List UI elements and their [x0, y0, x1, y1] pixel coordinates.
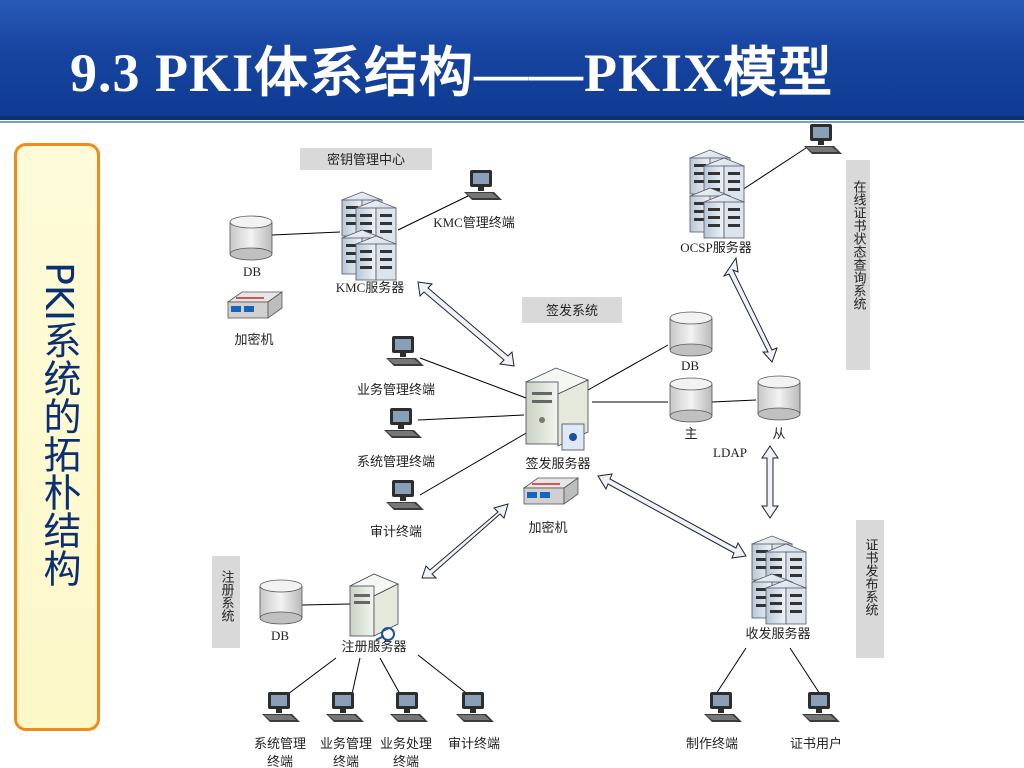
arrow-signing-rx: [597, 473, 747, 559]
audit-terminal-label: 审计终端: [370, 524, 422, 540]
side-label: PKI系统的拓朴结构: [37, 262, 81, 588]
kmc-terminal-icon: [464, 170, 502, 200]
rx-server-icon: [751, 535, 807, 625]
reg-audit-terminal-label: 审计终端: [448, 736, 500, 752]
sign-encryptor-label: 加密机: [528, 520, 567, 536]
ldap-label: LDAP: [713, 445, 747, 460]
kmc-server-icon: [341, 191, 397, 281]
sign-encryptor-icon: [523, 477, 579, 505]
reg-db-label: DB: [271, 628, 289, 643]
ocsp-server-label: OCSP服务器: [680, 240, 752, 255]
reg-proc-terminal-label-2: 终端: [393, 754, 419, 768]
slide-title: 9.3 PKI体系结构——PKIX模型: [70, 43, 834, 103]
biz-terminal-icon: [386, 336, 424, 366]
ocsp-server-icon: [689, 149, 745, 239]
ldap-slave-db-icon: [757, 375, 801, 421]
side-label-box: [14, 143, 100, 731]
kmc-server-label: KMC服务器: [336, 280, 405, 295]
ldap-master-db-icon: [669, 377, 713, 423]
group-label-bg-signing: [522, 297, 622, 323]
reg-server-label: 注册服务器: [341, 639, 406, 655]
biz-terminal-label: 业务管理终端: [357, 382, 435, 398]
kmc-db-icon: [229, 215, 273, 261]
reg-sys-terminal-label: 系统管理: [254, 737, 306, 752]
sys-terminal-label: 系统管理终端: [357, 454, 435, 470]
cert-user-label: 证书用户: [790, 736, 842, 752]
double-arrows: [417, 256, 779, 579]
reg-sys-terminal-icon: [262, 692, 300, 722]
reg-audit-terminal-icon: [456, 692, 494, 722]
group-label-bg-kmc: [300, 148, 432, 170]
kmc-encryptor-icon: [227, 291, 283, 319]
sign-server-label: 签发服务器: [525, 456, 590, 472]
ldap-master-label: 主: [684, 427, 697, 442]
reg-biz-terminal-label-2: 终端: [333, 754, 359, 768]
reg-db-icon: [259, 579, 303, 625]
sign-server-icon: [524, 367, 590, 451]
kmc-encryptor-label: 加密机: [234, 332, 273, 348]
sign-db-icon: [669, 311, 713, 357]
audit-terminal-icon: [386, 480, 424, 510]
kmc-db-label: DB: [243, 264, 261, 279]
group-label-bg-cert-publish: [856, 520, 884, 658]
title-bar-underline: [0, 116, 1024, 120]
group-label-registration: 注册系统: [219, 570, 235, 623]
kmc-terminal-label: KMC管理终端: [433, 215, 515, 230]
ocsp-client-icon: [804, 124, 842, 154]
reg-proc-terminal-icon: [390, 692, 428, 722]
arrow-ldap-rx: [761, 445, 779, 519]
reg-biz-terminal-label: 业务管理: [320, 736, 372, 752]
group-label-online-status: 在线证书状态查询系统: [851, 180, 867, 311]
reg-sys-terminal-label-2: 终端: [267, 754, 293, 768]
arrow-ocsp-ldap: [722, 256, 778, 363]
connection-lines: [271, 147, 821, 697]
group-label-bg-registration: [212, 556, 240, 648]
sign-db-label: DB: [681, 358, 699, 373]
reg-server-icon: [349, 573, 399, 641]
group-label-kmc-center: 密钥管理中心: [327, 152, 405, 168]
make-terminal-icon: [704, 692, 742, 722]
make-terminal-label: 制作终端: [686, 736, 738, 752]
cert-user-icon: [802, 692, 840, 722]
group-label-signing-system: 签发系统: [546, 303, 598, 319]
title-bar: [0, 0, 1024, 116]
arrow-kmc-signing: [417, 281, 515, 367]
rx-server-label: 收发服务器: [745, 626, 810, 642]
ldap-slave-label: 从: [772, 427, 785, 442]
reg-biz-terminal-icon: [326, 692, 364, 722]
group-label-bg-ocsp: [846, 160, 870, 370]
reg-proc-terminal-label: 业务处理: [380, 736, 432, 752]
title-bar-underline-light: [0, 121, 1024, 123]
arrow-signing-registration: [421, 503, 509, 579]
group-label-cert-publish: 证书发布系统: [863, 538, 879, 617]
sys-terminal-icon: [384, 408, 422, 438]
